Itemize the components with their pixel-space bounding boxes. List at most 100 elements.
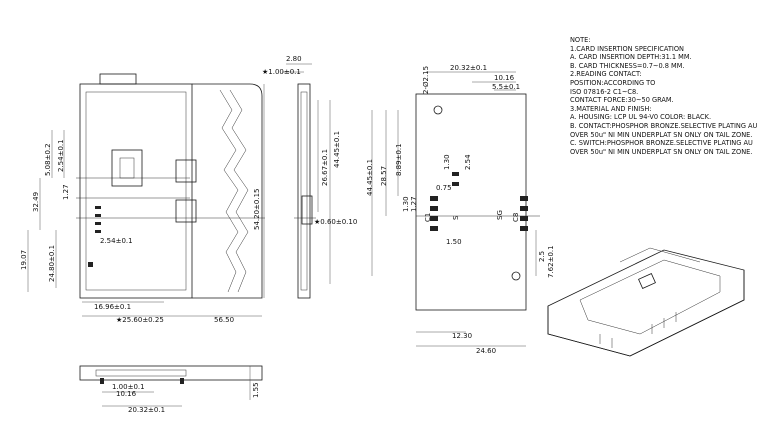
note-line: 1.CARD INSERTION SPECIFICATION — [570, 44, 684, 53]
pcb-dim-2-54: 2.54 — [464, 154, 472, 170]
pcb-pad-c8 — [520, 226, 528, 231]
pcb-dim-0-75: 0.75 — [436, 184, 452, 192]
pcb-label-s: S — [452, 215, 460, 220]
pcb-dim-1-30-v: 1.30 — [443, 154, 451, 170]
pcb-dim-20-32: 20.32±0.1 — [450, 64, 487, 72]
pcb-dim-1-27: 1.27 — [410, 196, 418, 212]
note-line: B. CARD THICKNESS=0.7~0.8 MM. — [570, 61, 685, 70]
note-line: C. SWITCH:PHOSPHOR BRONZE.SELECTIVE PLAT… — [570, 139, 753, 148]
note-line: 3.MATERIAL AND FINISH: — [570, 104, 652, 113]
front-dim-1-27: 1.27 — [62, 184, 70, 200]
bottom-inner-outline — [95, 369, 187, 377]
note-line: A. HOUSING: LCP UL 94-V0 COLOR: BLACK. — [570, 113, 712, 122]
iso-outline-top — [547, 249, 745, 357]
front-right-latch-2 — [175, 199, 197, 223]
bottom-dim-1-00: 1.00±0.1 — [112, 383, 145, 391]
front-switch-block — [111, 149, 143, 187]
note-line: OVER 50u" NI MIN UNDERPLAT SN ONLY ON TA… — [570, 130, 753, 139]
iso-card-slot — [579, 259, 721, 335]
pcb-dim-24-60: 24.60 — [476, 347, 496, 355]
side-inner-outline — [300, 91, 308, 291]
front-pad-1 — [95, 206, 101, 209]
front-pad-3 — [95, 222, 101, 225]
iso-side-edges — [547, 270, 745, 357]
front-dim-54-20: 54.20±0.15 — [253, 189, 261, 231]
front-card-guide — [192, 83, 263, 299]
note-line: A. CARD INSERTION DEPTH:31.1 MM. — [570, 53, 692, 62]
pcb-dim-8-89: 8.89±0.1 — [395, 143, 403, 176]
pcb-dim-12-30: 12.30 — [452, 332, 472, 340]
side-dim-2-80: 2.80 — [286, 55, 302, 63]
pcb-hole-bottom — [511, 271, 521, 281]
bottom-view: 1.00±0.1 10.16 20.32±0.1 1.55 — [79, 365, 263, 414]
iso-rear-wall — [619, 247, 701, 263]
pcb-pad-c4 — [430, 226, 438, 231]
pcb-pad-s1 — [452, 172, 459, 176]
front-dim-24-80: 24.80±0.1 — [48, 245, 56, 282]
pcb-pad-c7 — [520, 216, 528, 221]
front-dim-32-49: 32.49 — [32, 192, 40, 212]
pcb-label-c1: C1 — [424, 213, 432, 222]
note-line: OVER 50u" NI MIN UNDERPLAT SN ONLY ON TA… — [570, 147, 753, 156]
front-switch-contact — [119, 157, 135, 179]
front-dim-16-96: 16.96±0.1 — [94, 303, 131, 311]
pcb-label-sg: SG — [496, 210, 504, 220]
side-body-outline — [297, 83, 311, 299]
note-line: ISO 07816-2 C1~C8. — [570, 87, 639, 96]
pcb-dim-1-30-h: 1.30 — [402, 196, 410, 212]
front-right-latch — [175, 159, 197, 183]
pcb-pad-s2 — [452, 182, 459, 186]
front-inner-outline — [85, 91, 187, 291]
pcb-pad-c2 — [430, 206, 438, 211]
front-dim-2-54-top: 2.54±0.1 — [57, 139, 65, 172]
pcb-outline — [415, 93, 527, 311]
front-dim-19-07: 19.07 — [20, 250, 28, 270]
front-top-tab — [99, 73, 137, 85]
front-pad-2 — [95, 214, 101, 217]
note-line: CONTACT FORCE:30~50 GRAM. — [570, 96, 674, 105]
bottom-leg-2 — [180, 378, 184, 384]
pcb-dim-5-5: 5.5±0.1 — [492, 83, 520, 91]
note-line: POSITION:ACCORDING TO — [570, 78, 656, 87]
pcb-dim-28-57: 28.57 — [380, 166, 388, 186]
pcb-dim-44-45: 44.45±0.1 — [366, 159, 374, 196]
side-dim-44-45: 44.45±0.1 — [333, 131, 341, 168]
isometric-view — [547, 247, 745, 357]
iso-tail-leads — [599, 312, 677, 348]
pcb-layout-view: 2-Ø2.15 20.32±0.1 10.16 5.5±0.1 44.45±0.… — [366, 64, 555, 355]
front-body-outline — [79, 83, 193, 299]
note-line: NOTE: — [570, 36, 591, 44]
bottom-body-outline — [79, 365, 263, 381]
side-view: 2.80 ★1.00±0.1 26.67±0.1 44.45±0.1 ★0.60… — [262, 55, 357, 299]
pcb-pad-c6 — [520, 206, 528, 211]
bottom-dim-1-55: 1.55 — [252, 382, 260, 398]
front-view: 16.96±0.1 ★25.60±0.25 56.50 54.20±0.15 5… — [20, 73, 265, 324]
side-dim-0-60: ★0.60±0.10 — [314, 218, 357, 226]
pcb-dim-7-62: 7.62±0.1 — [547, 245, 555, 278]
front-break-line-2 — [229, 89, 249, 293]
side-contact-block — [301, 195, 313, 225]
pcb-dim-10-16: 10.16 — [494, 74, 515, 82]
pcb-dim-2-5: 2.5 — [538, 251, 546, 262]
front-dim-2-54-bot: 2.54±0.1 — [100, 237, 133, 245]
pcb-label-c8: C8 — [512, 213, 520, 222]
pcb-dim-2-15: 2-Ø2.15 — [422, 66, 430, 94]
front-dim-5-08: 5.08±0.2 — [44, 143, 52, 176]
pcb-dim-1-50: 1.50 — [446, 238, 462, 246]
side-dim-26-67: 26.67±0.1 — [321, 149, 329, 186]
front-dim-56-50: 56.50 — [214, 316, 234, 324]
side-dim-1-00: ★1.00±0.1 — [262, 68, 301, 76]
pcb-hole-top — [433, 105, 443, 115]
front-pad-4 — [95, 230, 101, 233]
front-dim-25-60: ★25.60±0.25 — [116, 316, 164, 324]
pcb-pad-c5 — [520, 196, 528, 201]
note-line: 2.READING CONTACT: — [570, 70, 642, 79]
pcb-pad-c1 — [430, 196, 438, 201]
iso-switch — [638, 273, 656, 289]
front-break-line-1 — [219, 89, 239, 293]
bottom-dim-10-16: 10.16 — [116, 390, 137, 398]
bottom-dim-20-32: 20.32±0.1 — [128, 406, 165, 414]
front-peg-left — [88, 262, 93, 267]
